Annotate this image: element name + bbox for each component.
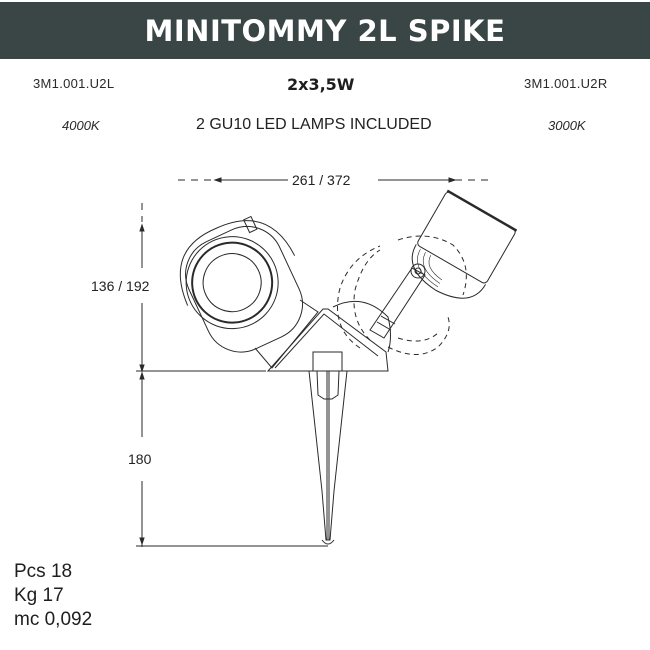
code-left: 3M1.001.U2L	[33, 76, 115, 91]
volume: mc 0,092	[14, 609, 93, 630]
product-title: MINITOMMY 2L SPIKE	[144, 13, 506, 48]
color-temp-left: 4000K	[62, 118, 100, 133]
right-lamp-head	[411, 189, 518, 299]
color-temp-right: 3000K	[548, 118, 586, 133]
lamps-included: 2 GU10 LED LAMPS INCLUDED	[196, 116, 432, 133]
spike-height-dimension-line	[139, 371, 145, 550]
pieces-count: Pcs 18	[14, 561, 73, 582]
title-bar: MINITOMMY 2L SPIKE	[0, 2, 650, 59]
packaging-info: Pcs 18 Kg 17 mc 0,092	[14, 560, 92, 632]
width-dimension-line	[178, 177, 492, 183]
rotation-outline	[337, 235, 467, 355]
head-height-dimension: 136 / 192	[91, 278, 150, 294]
weight: Kg 17	[14, 585, 64, 606]
base-bracket	[266, 300, 391, 372]
power-rating: 2x3,5W	[287, 75, 355, 94]
ground-spike	[308, 351, 348, 545]
left-lamp-head	[179, 215, 303, 353]
right-lamp-arm	[369, 263, 426, 339]
head-height-dimension-line	[139, 203, 145, 373]
width-dimension: 261 / 372	[290, 172, 353, 188]
code-right: 3M1.001.U2R	[524, 76, 608, 91]
spike-height-dimension: 180	[128, 451, 152, 467]
